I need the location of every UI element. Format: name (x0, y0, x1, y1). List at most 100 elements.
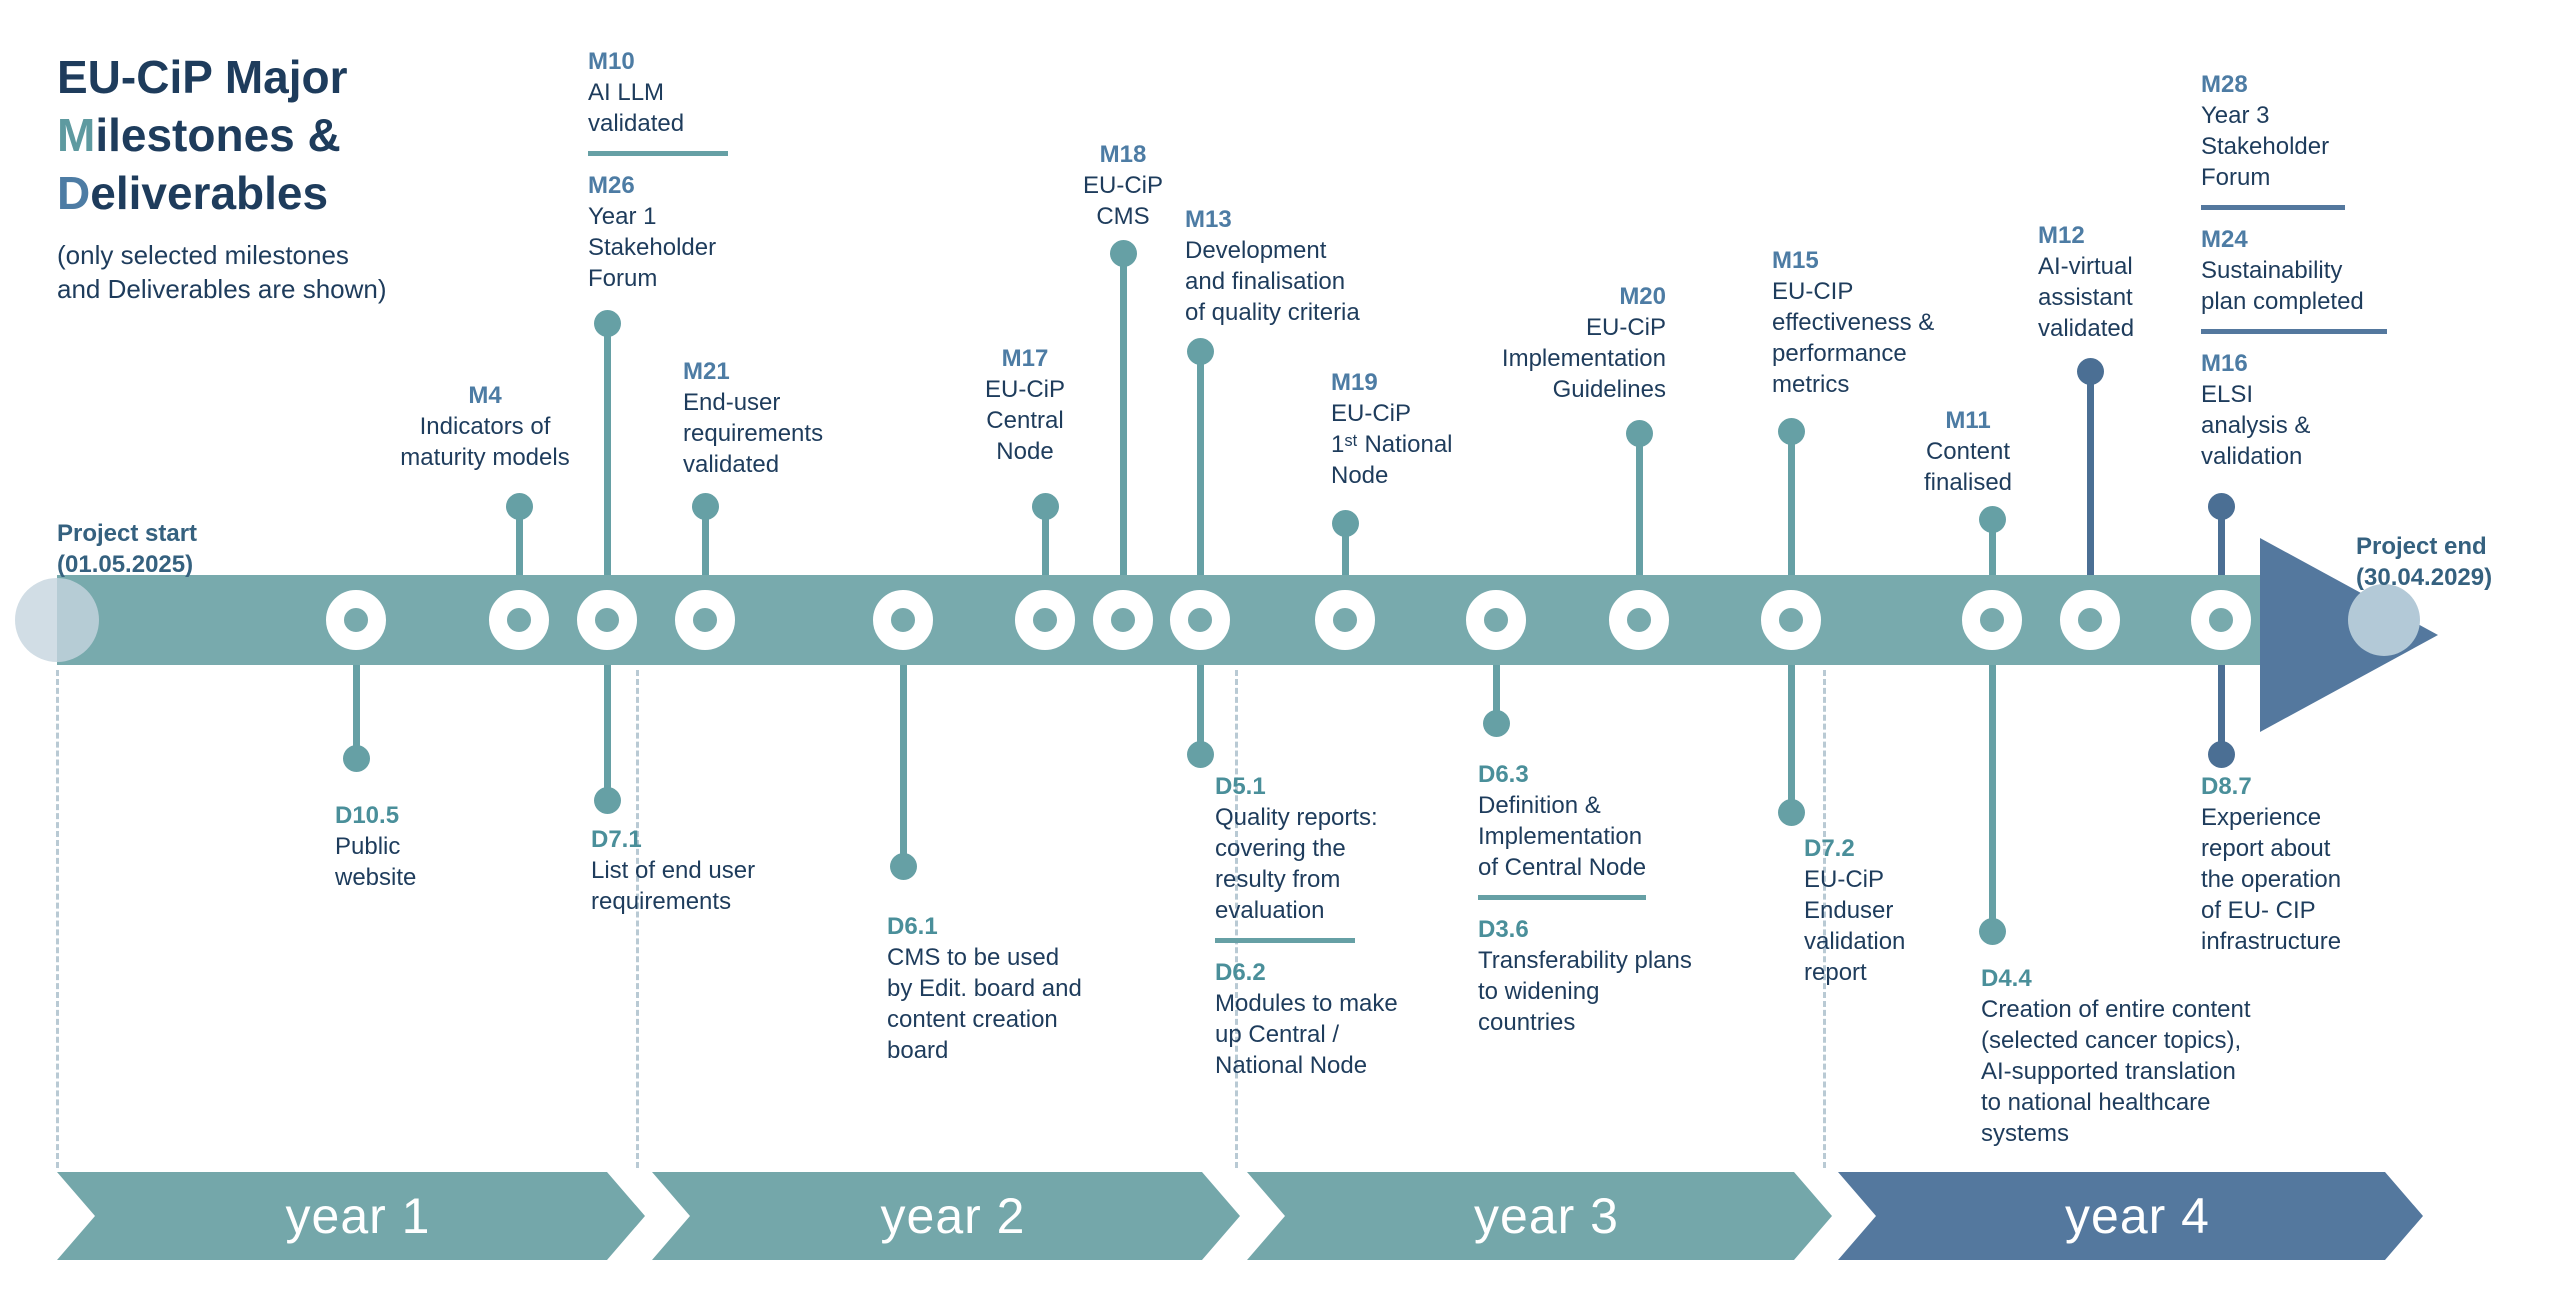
milestone-m28: M28 Year 3 Stakeholder Forum (2201, 69, 2387, 193)
deliverable-d7-2: D7.2 EU-CiP Enduser validation report (1804, 833, 1905, 988)
year-band-3: year 3 (1247, 1172, 1832, 1260)
year-band-2: year 2 (652, 1172, 1240, 1260)
deliverable-dot (1979, 918, 2006, 945)
title-line-3: Deliverables (57, 167, 329, 219)
timeline-node (1466, 590, 1526, 650)
milestone-dot (1979, 506, 2006, 533)
milestone-m13: M13 Development and finalisation of qual… (1185, 204, 1360, 328)
deliverable-d8-7: D8.7 Experience report about the operati… (2201, 771, 2341, 957)
year-label: year 3 (1474, 1188, 1619, 1244)
deliverable-code: D6.3 (1478, 761, 1529, 788)
milestone-text: Indicators of maturity models (400, 413, 570, 471)
deliverable-stem (1788, 620, 1795, 812)
milestone-m18: M18 EU-CiP CMS (1083, 139, 1163, 232)
milestone-code: M19 (1331, 369, 1378, 396)
timeline-node (1170, 590, 1230, 650)
milestone-text: Year 1 Stakeholder Forum (588, 203, 717, 292)
deliverable-stem (604, 620, 611, 800)
deliverable-d5-1: D5.1 Quality reports: covering the resul… (1215, 771, 1398, 926)
deliverable-d4-4: D4.4 Creation of entire content (selecte… (1981, 963, 2251, 1149)
deliverable-d10-5: D10.5 Public website (335, 800, 416, 893)
deliverable-text: Definition & Implementation of Central N… (1478, 792, 1647, 881)
milestone-code: M26 (588, 172, 635, 199)
milestone-m4: M4 Indicators of maturity models (400, 380, 569, 473)
milestone-text: EU-CiP CMS (1082, 172, 1164, 230)
timeline-node (1315, 590, 1375, 650)
deliverable-stem (1989, 620, 1996, 931)
timeline-node (1962, 590, 2022, 650)
milestone-m15: M15 EU-CIP effectiveness & performance m… (1772, 245, 1934, 400)
deliverable-text: Modules to make up Central / National No… (1215, 990, 1398, 1079)
deliverable-text: Quality reports: covering the resulty fr… (1215, 804, 1378, 924)
separator-line (1215, 938, 1355, 943)
deliverable-d3-6: D3.6 Transferability plans to widening c… (1478, 914, 1692, 1038)
dashed-guide-year2-3 (1235, 670, 1238, 1168)
deliverable-stem (1197, 620, 1204, 754)
timeline-node (1609, 590, 1669, 650)
deliverable-text: List of end user requirements (591, 857, 756, 915)
deliverable-stem (900, 620, 907, 866)
milestone-text: ELSI analysis & validation (2201, 381, 2311, 470)
milestone-m11: M11 Content finalised (1924, 405, 2012, 498)
milestone-code: M10 (588, 48, 635, 75)
deliverable-code: D10.5 (335, 802, 400, 829)
project-start-circle (15, 578, 99, 662)
timeline-node (1093, 590, 1153, 650)
milestone-stem (1636, 433, 1643, 620)
milestone-m24: M24 Sustainability plan completed (2201, 224, 2387, 317)
milestone-dot (1332, 510, 1359, 537)
milestone-code: M15 (1772, 247, 1819, 274)
milestone-dot (692, 493, 719, 520)
deliverable-text: EU-CiP Enduser validation report (1804, 866, 1906, 986)
milestone-stem (1042, 506, 1049, 620)
milestone-m26: M26 Year 1 Stakeholder Forum (588, 170, 728, 294)
milestone-code: M21 (683, 358, 730, 385)
milestone-m10: M10 AI LLM validated (588, 46, 728, 139)
milestone-dot (594, 310, 621, 337)
title-note: (only selected milestones and Deliverabl… (57, 240, 387, 304)
milestone-stem (1342, 523, 1349, 620)
deliverable-group-d6-3-d3-6: D6.3 Definition & Implementation of Cent… (1478, 759, 1692, 1038)
deliverable-stem (1493, 620, 1500, 723)
milestone-text: Sustainability plan completed (2201, 257, 2364, 315)
timeline-node (326, 590, 386, 650)
milestone-dot (1778, 418, 1805, 445)
timeline-node (873, 590, 933, 650)
milestone-m12: M12 AI-virtual assistant validated (2038, 220, 2134, 344)
deliverable-text: Public website (335, 833, 417, 891)
project-end-label: Project end(30.04.2029) (2356, 533, 2493, 591)
milestone-code: M11 (1945, 407, 1991, 434)
project-start-label: Project start(01.05.2025) (57, 520, 198, 578)
milestone-stem (1989, 519, 1996, 620)
title-line-2: Milestones & (57, 109, 341, 161)
milestone-m21: M21 End-user requirements validated (683, 356, 823, 480)
deliverable-text: Transferability plans to widening countr… (1478, 947, 1692, 1036)
deliverable-code: D4.4 (1981, 965, 2032, 992)
separator-line (2201, 329, 2387, 334)
deliverable-dot (890, 853, 917, 880)
timeline-bar (57, 575, 2270, 665)
milestone-stem (2087, 371, 2094, 620)
milestone-code: M12 (2038, 222, 2085, 249)
deliverable-code: D6.2 (1215, 959, 1266, 986)
timeline-node (2060, 590, 2120, 650)
separator-line (1478, 895, 1646, 900)
milestone-stem (702, 506, 709, 620)
page-title: EU-CiP Major Milestones & Deliverables (57, 48, 348, 222)
title-line-1: EU-CiP Major (57, 51, 348, 103)
deliverable-stem (353, 620, 360, 758)
milestone-text: AI-virtual assistant validated (2038, 253, 2135, 342)
milestone-text: Content finalised (1923, 438, 2013, 496)
milestone-stem (516, 506, 523, 620)
timeline-node (577, 590, 637, 650)
milestone-code: M20 (1619, 283, 1666, 310)
milestone-text: EU-CiP 1ˢᵗ National Node (1331, 400, 1453, 489)
milestone-group-m28-m24-m16: M28 Year 3 Stakeholder Forum M24 Sustain… (2201, 69, 2387, 472)
milestone-text: AI LLM validated (588, 79, 685, 137)
milestone-code: M4 (468, 382, 502, 409)
timeline-node (675, 590, 735, 650)
dashed-guide-year1-2 (636, 670, 639, 1168)
dashed-guide-year3-4 (1823, 670, 1826, 1168)
year-label: year 4 (2065, 1188, 2210, 1244)
